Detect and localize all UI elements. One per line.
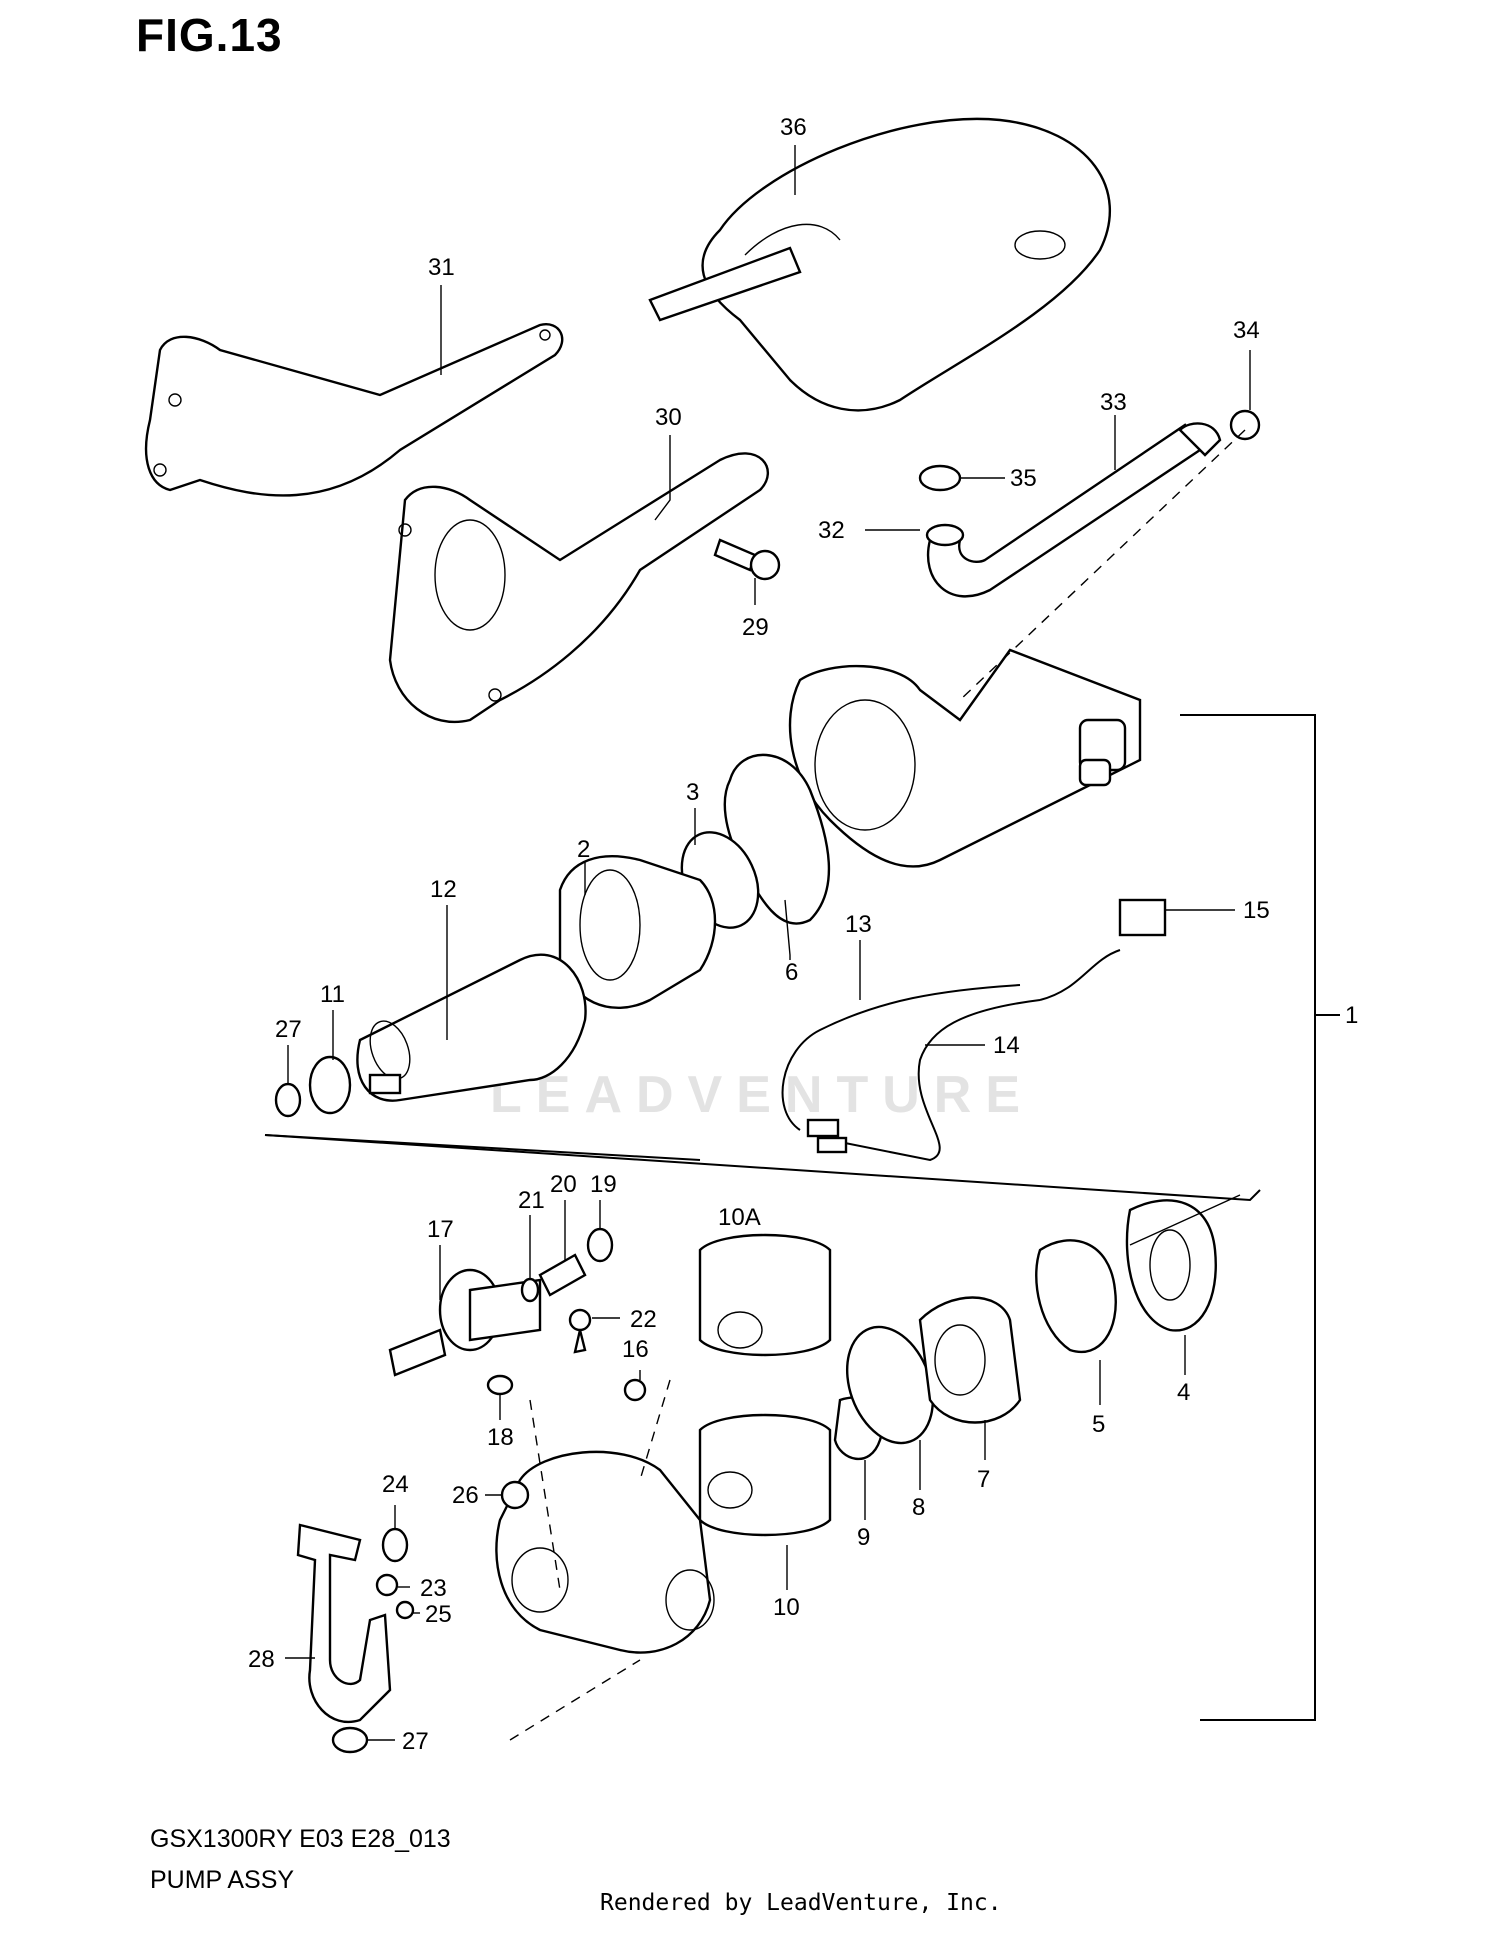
callout-36: 36	[780, 114, 807, 141]
part-21-o-ring	[520, 1277, 540, 1303]
callout-18: 18	[487, 1424, 514, 1451]
callout-8: 8	[912, 1494, 925, 1521]
part-26-plug	[500, 1480, 530, 1510]
callout-24: 24	[382, 1471, 409, 1498]
part-20-fitting	[538, 1253, 587, 1297]
part-29-bolt	[713, 538, 781, 581]
part-15-connector	[1039, 898, 1167, 1001]
part-12-pump	[356, 953, 587, 1102]
part-11-cushion	[308, 1055, 352, 1115]
part-23-washer	[375, 1573, 399, 1597]
callout-20: 20	[550, 1171, 577, 1198]
callout-30: 30	[655, 404, 682, 431]
part-27-o-ring	[274, 1082, 302, 1118]
part-34-clamp	[1229, 409, 1261, 441]
callout-12: 12	[430, 876, 457, 903]
callout-35: 35	[1010, 465, 1037, 492]
callout-19: 19	[590, 1171, 617, 1198]
callout-22: 22	[630, 1306, 657, 1333]
part-10-filter	[698, 1413, 832, 1537]
callout-labels: 36 31 30 29 34 33 35 32 3 2 12 11 27 6 1…	[248, 114, 1358, 1755]
part-25-washer	[395, 1600, 415, 1620]
callout-31: 31	[428, 254, 455, 281]
part-pump-housing	[788, 648, 1142, 868]
leader-lines	[285, 145, 1251, 1741]
model-code: GSX1300RY E03 E28_013	[150, 1825, 451, 1853]
part-4-ring	[1125, 1199, 1217, 1332]
part-10a-filter	[698, 1233, 832, 1357]
part-30-bracket	[388, 452, 770, 724]
callout-21: 21	[518, 1187, 545, 1214]
rendered-by-credit: Rendered by LeadVenture, Inc.	[600, 1890, 1002, 1916]
callout-32: 32	[818, 517, 845, 544]
callout-29: 29	[742, 614, 769, 641]
separator-lines	[264, 429, 1261, 1741]
callout-6: 6	[785, 959, 798, 986]
callout-17: 17	[427, 1216, 454, 1243]
callout-4: 4	[1177, 1379, 1190, 1406]
callout-1: 1	[1345, 1002, 1358, 1029]
callout-16: 16	[622, 1336, 649, 1363]
part-28-pipe	[296, 1523, 392, 1723]
assembly-name: PUMP ASSY	[150, 1866, 295, 1894]
callout-25: 25	[425, 1601, 452, 1628]
part-22-screw	[568, 1308, 592, 1354]
callout-33: 33	[1100, 389, 1127, 416]
part-31-bracket	[144, 323, 564, 497]
part-pump-base	[495, 1450, 715, 1654]
callout-7: 7	[977, 1466, 990, 1493]
part-7-impeller	[918, 1296, 1022, 1424]
callout-34: 34	[1233, 317, 1260, 344]
callout-9: 9	[857, 1524, 870, 1551]
callout-3: 3	[686, 779, 699, 806]
callout-27a: 27	[275, 1016, 302, 1043]
part-32-33-hose	[925, 422, 1222, 598]
callout-15: 15	[1243, 897, 1270, 924]
callout-5: 5	[1092, 1411, 1105, 1438]
callout-14: 14	[993, 1032, 1020, 1059]
callout-28: 28	[248, 1646, 275, 1673]
figure-title: FIG.13	[136, 9, 283, 61]
callout-26: 26	[452, 1482, 479, 1509]
part-36-cover	[648, 117, 1111, 412]
part-5-plate	[1035, 1239, 1117, 1353]
part-18-o-ring	[486, 1374, 514, 1396]
part-2-holder	[558, 855, 717, 1010]
part-13-14-wire	[781, 984, 1041, 1162]
part-19-o-ring	[586, 1227, 614, 1263]
callout-27b: 27	[402, 1728, 429, 1755]
assembly-bracket	[1180, 714, 1340, 1721]
callout-23: 23	[420, 1575, 447, 1602]
callout-10: 10	[773, 1594, 800, 1621]
watermark: LEADVENTURE	[490, 1066, 1035, 1124]
part-27-o-ring-bottom	[331, 1726, 369, 1754]
callout-11: 11	[320, 981, 345, 1008]
part-16-screw	[623, 1378, 647, 1402]
part-17-regulator	[388, 1268, 542, 1377]
callout-2: 2	[577, 836, 590, 863]
part-35-clamp	[918, 464, 962, 492]
callout-10a: 10A	[718, 1204, 761, 1231]
callout-13: 13	[845, 911, 872, 938]
part-24-fitting	[381, 1527, 409, 1563]
